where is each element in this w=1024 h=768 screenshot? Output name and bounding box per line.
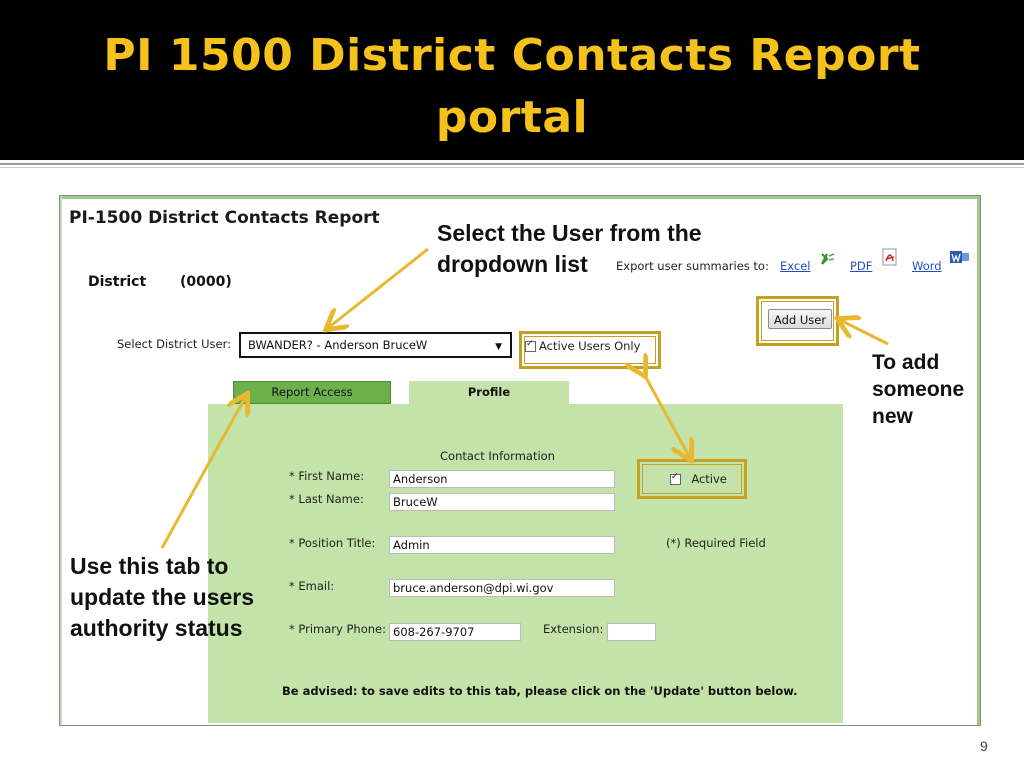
frame-border-top [60,196,980,199]
divider [0,163,1024,165]
active-only-highlight [519,331,661,369]
frame-border-left [60,196,62,725]
slide-title-line-2: portal [435,92,589,143]
callout-add-line-2: someone [872,378,965,401]
callout-select-user: Select the User from the dropdown list [437,218,702,280]
last-name-label: * Last Name: [289,492,364,506]
select-user-label: Select District User: [117,337,231,351]
callout-add-line-3: new [872,405,913,428]
callout-report-tab: Use this tab to update the users authori… [70,551,254,644]
active-users-only-label: Active Users Only [539,339,641,353]
profile-panel [208,404,843,723]
active-users-only-checkbox[interactable]: Active Users Only [525,339,718,369]
dropdown-caret-icon: ▼ [495,342,502,352]
callout-tab-line-2: update the users [70,584,255,610]
extension-label: Extension: [543,622,604,636]
extension-field[interactable] [607,623,656,641]
callout-add-user: To add someone new [872,349,964,430]
export-word-link[interactable]: Word [912,259,942,273]
active-label: Active [691,472,727,486]
frame-border-right [977,196,980,725]
callout-tab-line-3: authority status [70,615,243,641]
app-screenshot: PI-1500 District Contacts Report Distric… [59,195,981,726]
select-value: BWANDER? - Anderson BruceW [248,338,428,352]
first-name-label: * First Name: [289,469,365,483]
export-excel-link[interactable]: Excel [780,259,811,273]
required-field-note: (*) Required Field [666,536,766,550]
tab-profile[interactable]: Profile [409,381,569,405]
primary-phone-field[interactable]: 608-267-9707 [389,623,521,641]
checkbox-checked-icon[interactable] [670,472,681,485]
callout-add-line-1: To add [872,351,940,374]
last-name-field[interactable]: BruceW [389,493,615,511]
tab-report-access[interactable]: Report Access [233,381,391,404]
word-icon[interactable] [950,249,969,265]
page-number: 9 [980,738,988,754]
export-label: Export user summaries to: [616,259,769,273]
district-user-select[interactable]: BWANDER? - Anderson BruceW ▼ [239,332,512,358]
contact-information-heading: Contact Information [440,449,555,463]
email-label: * Email: [289,579,335,593]
email-field[interactable]: bruce.anderson@dpi.wi.gov [389,579,615,597]
divider [0,167,1024,168]
slide-title-line-1: PI 1500 District Contacts Report [103,30,921,81]
callout-tab-line-1: Use this tab to [70,553,229,579]
app-title: PI-1500 District Contacts Report [69,208,380,228]
save-advisory-text: Be advised: to save edits to this tab, p… [282,684,798,698]
callout-select-user-line-1: Select the User from the [437,220,702,246]
add-user-button[interactable]: Add User [768,309,832,329]
district-label: District [88,274,147,290]
active-checkbox[interactable]: Active [670,472,740,488]
callout-select-user-line-2: dropdown list [437,251,588,277]
pdf-icon[interactable] [882,248,898,266]
district-code: (0000) [180,274,232,290]
position-title-field[interactable]: Admin [389,536,615,554]
export-pdf-link[interactable]: PDF [850,259,873,273]
title-band [0,0,1024,160]
checkbox-checked-icon[interactable] [525,339,536,352]
position-title-label: * Position Title: [289,536,376,550]
excel-icon[interactable] [820,251,836,267]
first-name-field[interactable]: Anderson [389,470,615,488]
primary-phone-label: * Primary Phone: [289,622,386,636]
